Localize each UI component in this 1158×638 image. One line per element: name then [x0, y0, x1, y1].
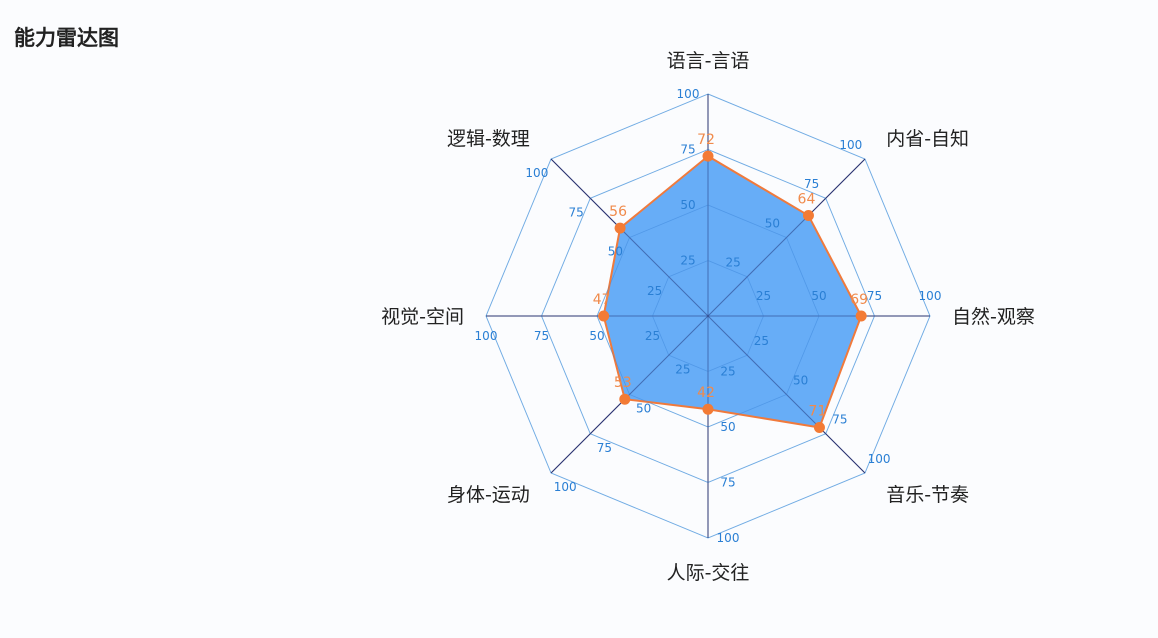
category-label: 自然-观察	[952, 306, 1035, 328]
axis-spoke-overlay	[707, 315, 866, 474]
category-label: 人际-交往	[667, 562, 750, 584]
data-value-label: 53	[614, 375, 632, 391]
axis-tick-label: 75	[720, 476, 735, 490]
grid-ring-overlay	[652, 260, 764, 372]
data-value-label: 42	[697, 385, 715, 401]
data-point	[702, 150, 714, 162]
axis-tick-label: 50	[720, 420, 735, 434]
data-value-label: 69	[850, 292, 868, 308]
axis-tick-label: 75	[680, 143, 695, 157]
axis-tick-label: 25	[725, 256, 740, 270]
axis-tick-label: 25	[754, 334, 769, 348]
axis-tick-label: 50	[589, 329, 604, 343]
axis-tick-label: 50	[811, 289, 826, 303]
data-point	[614, 222, 626, 234]
axis-tick-label: 100	[475, 329, 498, 343]
axis-tick-label: 25	[675, 362, 690, 376]
axis-tick-label: 25	[647, 284, 662, 298]
axis-tick-label: 50	[636, 402, 651, 416]
grid-ring-overlay	[541, 149, 875, 483]
axis-tick-label: 75	[597, 441, 612, 455]
axis-tick-label: 100	[525, 166, 548, 180]
axis-spoke-overlay	[550, 315, 709, 474]
grid-ring-overlay	[485, 93, 931, 539]
data-value-label: 56	[609, 204, 627, 220]
data-point	[802, 210, 814, 222]
axis-tick-label: 50	[680, 198, 695, 212]
axis-tick-label: 100	[839, 138, 862, 152]
data-value-label: 71	[809, 403, 827, 419]
chart-title: 能力雷达图	[14, 26, 119, 50]
axis-tick-label: 100	[554, 480, 577, 494]
category-label: 语言-言语	[667, 50, 750, 72]
axis-tick-label: 50	[608, 245, 623, 259]
data-value-label: 64	[798, 192, 816, 208]
category-label: 视觉-空间	[381, 306, 464, 328]
axis-tick-label: 25	[645, 329, 660, 343]
axis-tick-label: 75	[867, 289, 882, 303]
axis-tick-label: 50	[793, 373, 808, 387]
axis-tick-label: 75	[832, 413, 847, 427]
category-label: 内省-自知	[886, 128, 969, 150]
axis-tick-label: 75	[804, 177, 819, 191]
axis-tick-label: 75	[568, 205, 583, 219]
data-point	[619, 393, 631, 405]
axis-tick-label: 25	[680, 254, 695, 268]
axis-tick-label: 100	[868, 452, 891, 466]
axis-tick-label: 25	[720, 365, 735, 379]
axis-spoke-overlay	[550, 158, 709, 317]
data-point	[855, 310, 867, 322]
category-label: 身体-运动	[447, 484, 530, 506]
category-label: 音乐-节奏	[886, 484, 969, 506]
data-point	[598, 310, 610, 322]
axis-tick-label: 25	[756, 289, 771, 303]
data-point	[702, 403, 714, 415]
axis-tick-label: 75	[534, 329, 549, 343]
grid-ring-overlay	[596, 204, 820, 428]
axis-tick-label: 100	[919, 289, 942, 303]
data-value-label: 47	[593, 292, 611, 308]
axis-tick-label: 100	[717, 531, 740, 545]
category-label: 逻辑-数理	[447, 128, 530, 150]
data-value-label: 72	[697, 132, 715, 148]
axis-tick-label: 100	[677, 87, 700, 101]
axis-tick-label: 50	[765, 216, 780, 230]
data-point	[813, 421, 825, 433]
axis-spoke-overlay	[707, 158, 866, 317]
